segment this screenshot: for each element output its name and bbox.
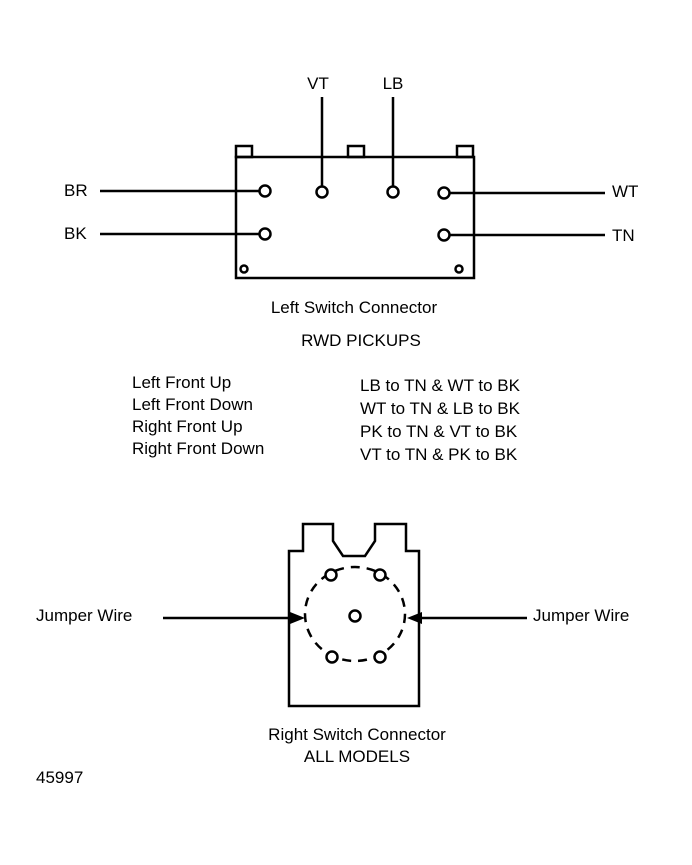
terminal-center [348,609,362,623]
connection-label: LB to TN & WT to BK [360,376,520,395]
terminal-upper-right [373,568,387,582]
right-connector-caption: Right Switch Connector [268,725,446,744]
terminal-wt [437,186,451,200]
connection-label: PK to TN & VT to BK [360,422,518,441]
label-lb: LB [382,74,404,93]
label-br: BR [64,181,88,200]
connection-label: VT to TN & PK to BK [360,445,518,464]
terminal-tn [437,228,451,242]
jumper-wire-left-label: Jumper Wire [36,606,133,625]
mount-hole-right [454,264,464,274]
terminal-lower-right [373,650,387,664]
figure-id: 45997 [36,768,84,787]
position-label: Right Front Down [132,439,265,458]
terminal-upper-left [324,568,338,582]
jumper-arrow-right-head [407,612,422,624]
position-label: Left Front Down [132,395,253,414]
jumper-wire-right-label: Jumper Wire [533,606,630,625]
label-wt: WT [612,182,639,201]
jumper-ellipse [303,565,407,663]
position-label: Left Front Up [132,373,232,392]
right-connector-subcaption: ALL MODELS [303,747,411,766]
terminal-br [258,184,272,198]
mount-hole-left [239,264,249,274]
terminal-bk [258,227,272,241]
right-connector-body [287,522,421,708]
left-connector-body [234,144,476,280]
left-connector-subcaption: RWD PICKUPS [301,331,421,350]
left-connector-caption: Left Switch Connector [270,298,438,317]
label-tn: TN [612,226,635,245]
jumper-arrow-left-head [290,612,305,624]
position-label: Right Front Up [132,417,243,436]
terminal-lb [386,185,400,199]
terminal-lower-left [325,650,339,664]
connection-label: WT to TN & LB to BK [360,399,520,418]
label-vt: VT [307,74,329,93]
label-bk: BK [64,224,87,243]
terminal-vt [315,185,329,199]
